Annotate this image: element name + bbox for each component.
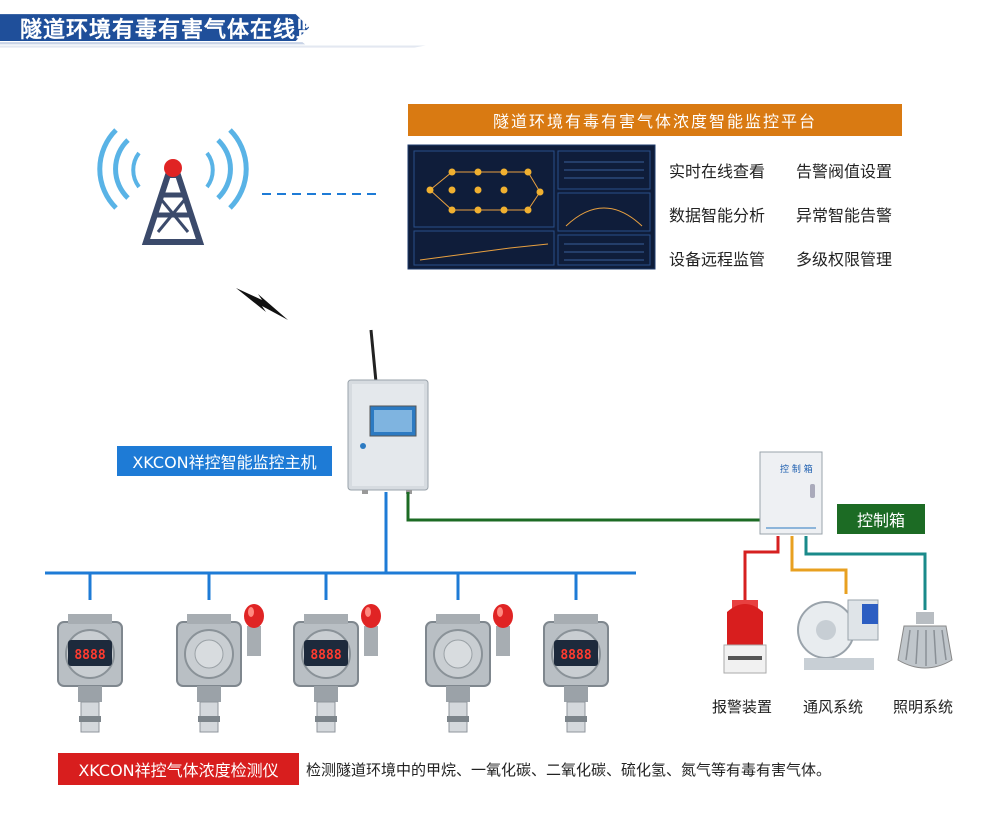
platform-title: 隧道环境有毒有害气体浓度智能监控平台 xyxy=(408,104,902,136)
wire-lighting xyxy=(804,536,927,610)
ventilation-label: 通风系统 xyxy=(803,698,864,716)
detectors-group: 8888 8888 8888 xyxy=(57,604,609,733)
wire-alarm xyxy=(743,536,780,604)
wire-ventilation xyxy=(790,536,848,594)
lighting-label: 照明系统 xyxy=(893,698,954,716)
control-box-device xyxy=(759,451,823,535)
detector-label: XKCON祥控气体浓度检测仪 xyxy=(58,753,299,785)
platform-screenshot xyxy=(407,144,656,270)
title-banner xyxy=(0,14,426,48)
ventilation-fan-icon xyxy=(797,599,879,670)
detector-display: 8888 xyxy=(560,648,591,663)
gas-detector: 8888 xyxy=(543,614,609,733)
feature-permission-management: 多级权限管理 xyxy=(796,250,893,269)
feature-data-analysis: 数据智能分析 xyxy=(669,206,766,225)
detector-description: 检测隧道环境中的甲烷、一氧化碳、二氧化碳、硫化氢、氮气等有毒有害气体。 xyxy=(306,761,832,779)
gas-detector: 8888 xyxy=(57,614,123,733)
detector-display: 8888 xyxy=(310,648,341,663)
host-control-link xyxy=(406,492,760,522)
feature-threshold-setting: 告警阀值设置 xyxy=(796,162,893,181)
signal-tower-icon xyxy=(97,128,249,245)
feature-realtime-view: 实时在线查看 xyxy=(669,162,766,181)
alarm-device-icon xyxy=(723,600,767,674)
feature-abnormal-alarm: 异常智能告警 xyxy=(796,206,893,225)
gas-detector: 8888 xyxy=(293,604,381,733)
control-box-panel-text: 控 制 箱 xyxy=(780,463,813,475)
rs485-bus xyxy=(45,492,636,600)
detector-display: 8888 xyxy=(74,648,105,663)
alarm-device-label: 报警装置 xyxy=(712,698,773,716)
page-title: 隧道环境有毒有害气体在线监测系统应用结构图 xyxy=(20,18,504,43)
gas-detector xyxy=(176,604,264,733)
host-device xyxy=(347,329,429,494)
host-label: XKCON祥控智能监控主机 xyxy=(117,446,332,476)
feature-remote-supervision: 设备远程监管 xyxy=(669,250,766,269)
gas-detector xyxy=(425,604,513,733)
lighting-fixture-icon xyxy=(897,612,953,669)
lightning-icon xyxy=(236,288,288,320)
control-box-label: 控制箱 xyxy=(837,504,925,534)
